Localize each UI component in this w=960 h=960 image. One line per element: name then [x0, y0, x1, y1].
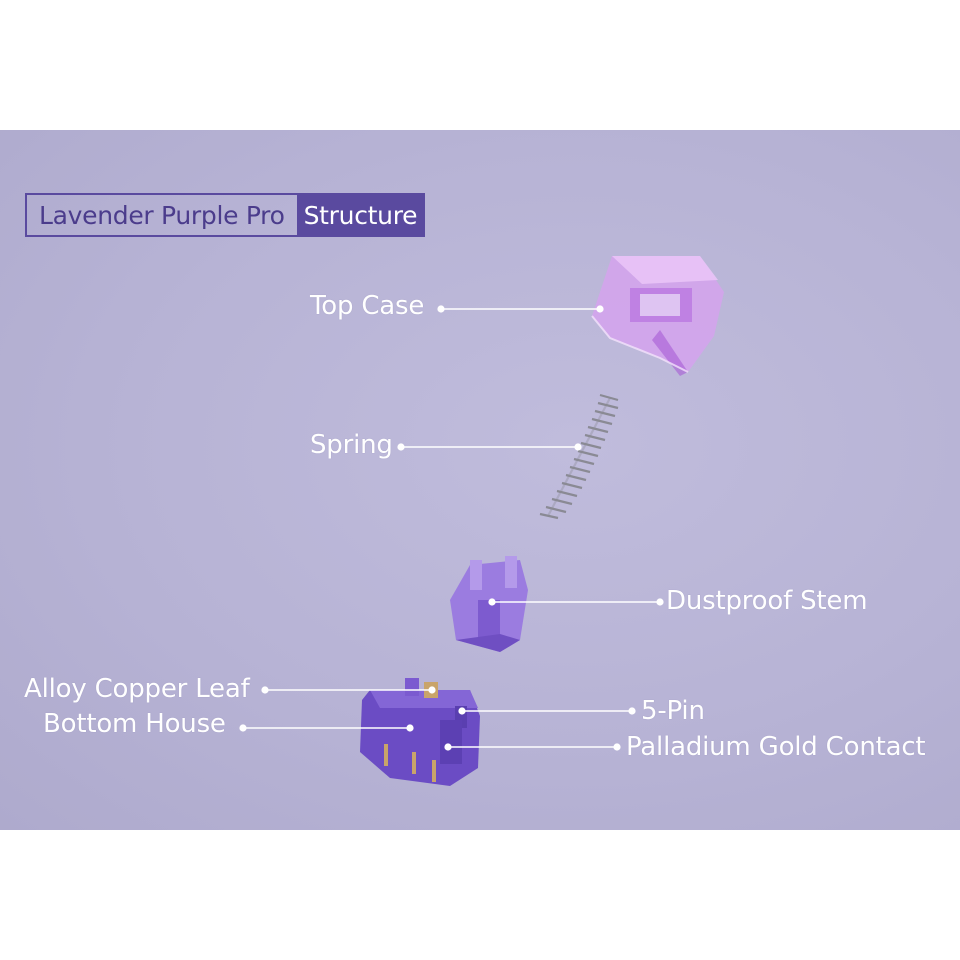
top-case-part — [591, 256, 724, 376]
label-spring: Spring — [310, 430, 393, 460]
bottom-house-part — [360, 678, 480, 786]
background-panel — [0, 130, 960, 830]
label-palladium-gold-contact: Palladium Gold Contact — [626, 732, 926, 762]
callout-palladium-gold-contact — [444, 743, 621, 751]
callout-dustproof-stem — [488, 598, 664, 606]
diagram-title: Lavender Purple Pro Structure — [25, 193, 426, 237]
callout-spring — [397, 443, 582, 451]
dustproof-stem-part — [450, 556, 528, 652]
label-alloy-copper-leaf: Alloy Copper Leaf — [24, 674, 250, 704]
spring-part — [539, 393, 619, 520]
title-product-name: Lavender Purple Pro — [39, 200, 285, 230]
label-top-case: Top Case — [310, 291, 425, 321]
callout-top-case — [437, 305, 604, 313]
label-bottom-house: Bottom House — [43, 709, 226, 739]
callout-bottom-house — [239, 724, 414, 732]
callout-five-pin — [458, 707, 636, 715]
callout-alloy-copper-leaf — [261, 686, 436, 694]
callout-lines — [239, 305, 664, 751]
label-five-pin: 5-Pin — [641, 696, 705, 726]
label-dustproof-stem: Dustproof Stem — [666, 586, 868, 616]
title-structure-tag: Structure — [296, 195, 424, 235]
